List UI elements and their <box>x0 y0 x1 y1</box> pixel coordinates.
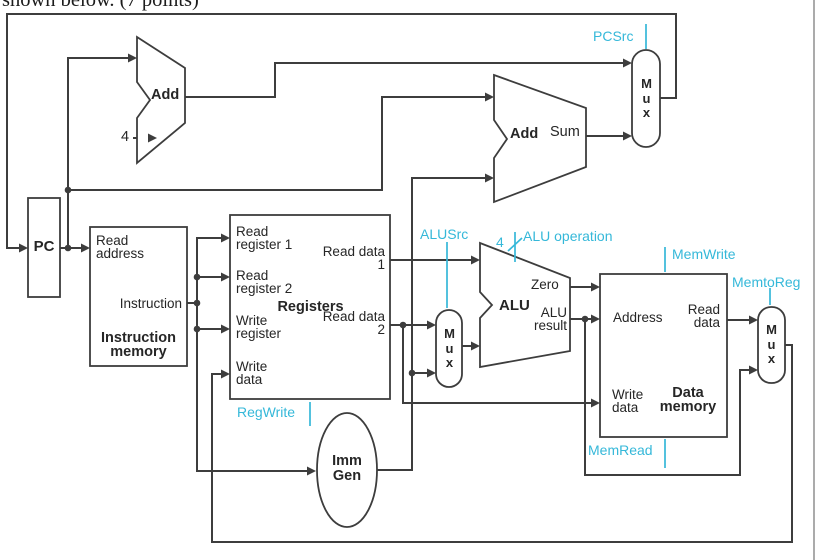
wire-pc-to-branch-adder <box>68 96 486 191</box>
wire-pc4-to-mux <box>185 62 624 98</box>
arrowhead <box>427 320 436 330</box>
registers-title: Registers <box>277 299 344 315</box>
arrowhead <box>591 282 600 292</box>
junction-dot <box>193 325 201 333</box>
branch-adder-sum-port: Sum <box>550 124 580 140</box>
registers-read-data-1-port: Read data 1 <box>322 244 385 272</box>
imem-read-address-port: Read address <box>96 233 145 261</box>
pc-box <box>27 197 61 298</box>
arrowhead <box>221 369 230 379</box>
arrowhead <box>221 272 230 282</box>
memtoreg-mux-shape <box>757 306 786 384</box>
dmem-read-data-port: Read data <box>687 302 720 330</box>
pc-adder-label: Add <box>151 87 180 103</box>
alusrc-mux-shape <box>435 309 463 388</box>
pcsrc-signal-label: PCSrc <box>593 28 634 44</box>
arrowhead <box>485 173 494 183</box>
memtoreg-signal-label: MemtoReg <box>732 274 801 290</box>
junction-dot <box>193 299 201 307</box>
alusrc-mux-label: Mux <box>444 326 455 370</box>
imm-gen-label: Imm Gen <box>332 453 362 484</box>
instruction-memory-title: Instruction memory <box>101 330 176 360</box>
wire-immgen-to-branch-adder <box>377 177 486 471</box>
component-shapes <box>27 35 786 528</box>
pc-increment-constant: 4 <box>121 129 130 145</box>
wire-pc-feedback <box>6 13 677 249</box>
pcsrc-mux-shape <box>631 49 661 148</box>
arrowhead <box>749 315 758 325</box>
regwrite-signal-label: RegWrite <box>237 404 296 420</box>
registers-read-data-2-port: Read data 2 <box>322 309 385 337</box>
pc-adder-shape <box>136 35 186 165</box>
bus-width-slash <box>507 237 523 252</box>
alusrc-signal-label: ALUSrc <box>420 226 469 242</box>
arrowhead <box>591 314 600 324</box>
page-edge-line <box>813 0 815 560</box>
pcsrc-mux-label: Mux <box>641 76 652 120</box>
imem-instruction-port: Instruction <box>119 296 182 311</box>
memwrite-signal-label: MemWrite <box>672 246 736 262</box>
junction-dot <box>399 321 407 329</box>
branch-adder-label: Add <box>510 126 539 142</box>
registers-box <box>229 214 391 400</box>
alu-operation-width-label: 4 <box>496 234 504 250</box>
wire-aluresult-bypass <box>584 319 750 476</box>
arrowhead <box>591 398 600 408</box>
registers-write-register-port: Write register <box>236 313 282 341</box>
instruction-memory-box <box>89 226 188 367</box>
alu-result-port: ALU result <box>533 305 567 333</box>
arrowhead <box>128 53 137 63</box>
branch-adder-shape <box>493 73 587 204</box>
pc-label: PC <box>33 238 55 255</box>
arrowhead <box>427 368 436 378</box>
data-memory-box <box>599 273 728 438</box>
wire-writeback <box>211 344 793 543</box>
page-header-text: shown below. (7 points) <box>2 0 199 11</box>
memread-signal-label: MemRead <box>588 442 653 458</box>
memtoreg-mux-label: Mux <box>766 322 777 366</box>
arrowhead <box>221 233 230 243</box>
registers-read-register-1-port: Read register 1 <box>236 224 293 252</box>
wire-pc-to-pc-adder <box>67 57 129 248</box>
arrowhead <box>221 324 230 334</box>
arrowhead <box>307 466 316 476</box>
alu-zero-port: Zero <box>531 277 559 292</box>
alu-label: ALU <box>499 297 530 314</box>
wire-instruction-bus <box>196 237 308 472</box>
dmem-address-port: Address <box>613 310 663 325</box>
arrowhead <box>623 58 632 68</box>
junction-dot <box>193 273 201 281</box>
arrowhead <box>148 133 157 143</box>
arrowheads <box>19 53 758 476</box>
junction-dots <box>64 186 589 377</box>
junction-dot <box>64 186 72 194</box>
registers-read-register-2-port: Read register 2 <box>236 268 293 296</box>
wire-readdata2-to-dmem <box>402 325 592 404</box>
dmem-write-data-port: Write data <box>612 387 644 415</box>
arrowhead <box>749 365 758 375</box>
arrowhead <box>623 131 632 141</box>
alu-operation-signal-label: ALU operation <box>523 228 613 244</box>
control-signal-lines <box>309 24 771 468</box>
junction-dot <box>64 244 72 252</box>
registers-write-data-port: Write data <box>236 359 268 387</box>
arrowhead <box>81 243 90 253</box>
alu-shape <box>479 241 571 369</box>
junction-dot <box>581 315 589 323</box>
data-memory-title: Data memory <box>659 385 717 415</box>
imm-gen-ellipse <box>316 412 378 528</box>
arrowhead <box>485 92 494 102</box>
arrowhead <box>471 255 480 265</box>
arrowhead <box>471 341 480 351</box>
junction-dot <box>408 369 416 377</box>
wires <box>6 13 793 543</box>
arrowhead <box>19 243 28 253</box>
